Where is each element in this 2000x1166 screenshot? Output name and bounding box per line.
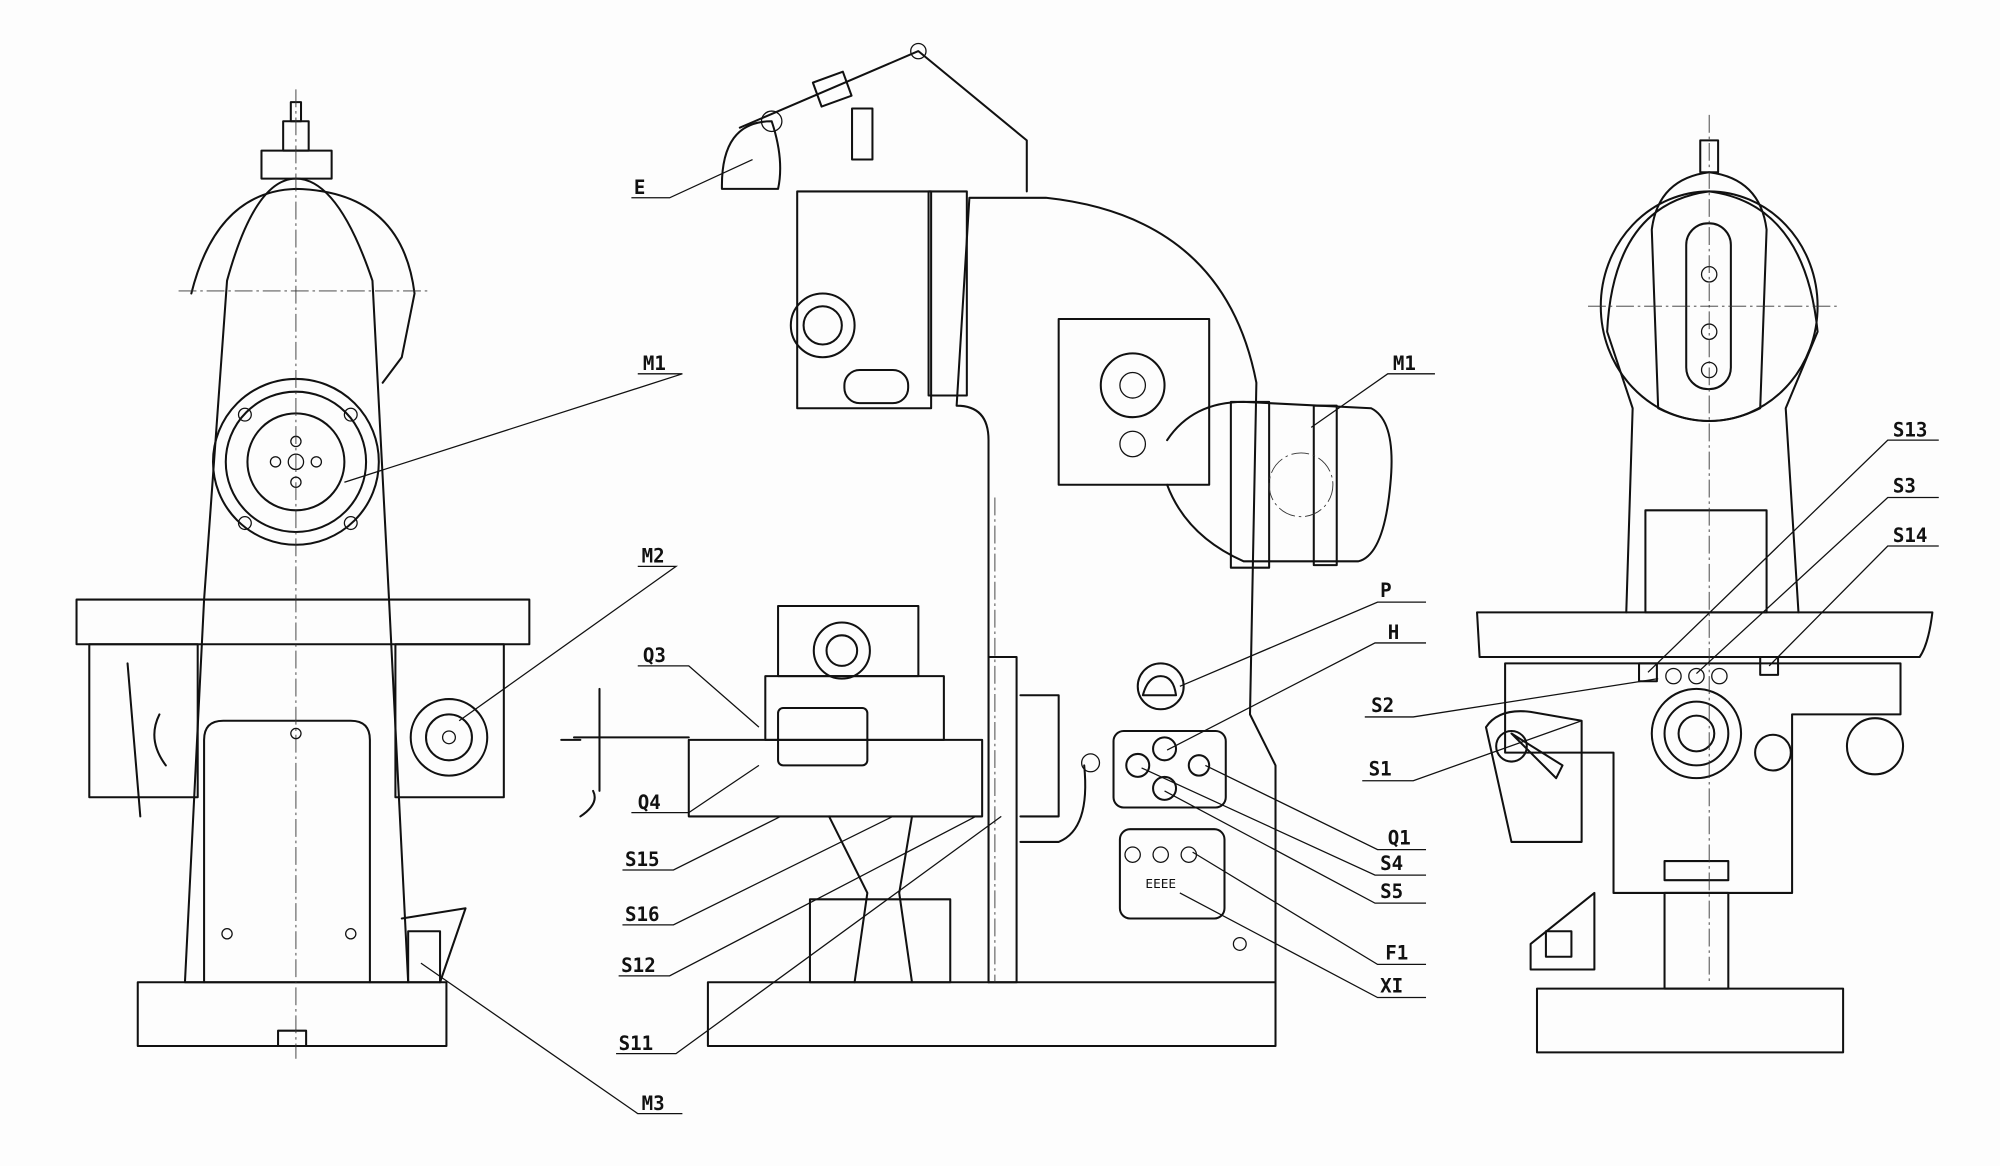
label-xi: XI	[1380, 974, 1403, 997]
label-m1-left: M1	[643, 352, 666, 375]
callouts: E M1 M2 M3 Q3 Q4 S15 S16 S12 S11 P H	[344, 158, 1939, 1115]
rear-view	[1476, 114, 1934, 1054]
column	[955, 196, 1277, 984]
label-s3: S3	[1893, 474, 1916, 497]
base	[1535, 987, 1845, 1054]
label-m3: M3	[642, 1092, 665, 1115]
label-m2: M2	[642, 545, 665, 568]
side-view: EEEE	[560, 42, 1393, 1048]
base	[136, 981, 448, 1048]
column	[183, 177, 410, 984]
label-f1: F1	[1385, 941, 1408, 964]
head-housing	[190, 187, 416, 384]
handwheel	[1650, 687, 1743, 780]
table	[75, 598, 531, 646]
motor-m2	[409, 698, 489, 777]
label-q3: Q3	[643, 644, 666, 667]
indicator-p	[1136, 662, 1185, 711]
knee-left	[88, 643, 199, 799]
column	[1606, 190, 1819, 614]
electrical-box	[1057, 317, 1211, 486]
label-p: P	[1380, 579, 1392, 602]
label-e: E	[634, 176, 646, 199]
label-s14: S14	[1893, 524, 1928, 547]
label-q4: Q4	[638, 791, 661, 814]
lamp-arm	[738, 50, 1028, 193]
knee	[687, 738, 984, 818]
motor-m3	[407, 930, 442, 984]
base	[706, 981, 1277, 1048]
motor-m1-side	[1166, 400, 1393, 563]
label-s16: S16	[625, 903, 660, 926]
label-s12: S12	[621, 954, 656, 977]
label-m1-right: M1	[1393, 352, 1416, 375]
head	[796, 190, 933, 410]
switch-s13	[1638, 662, 1658, 683]
head	[1650, 171, 1768, 422]
knee-right	[394, 643, 505, 799]
label-h: H	[1388, 621, 1400, 644]
label-s2: S2	[1371, 694, 1394, 717]
fuse-panel	[1118, 828, 1226, 920]
label-s4: S4	[1380, 852, 1403, 875]
lamp-e	[720, 120, 782, 190]
column-slide	[1644, 509, 1768, 614]
label-s15: S15	[625, 848, 660, 871]
switch-panel	[1112, 729, 1227, 809]
switch-s14	[1759, 655, 1780, 676]
table	[1476, 611, 1934, 658]
label-s1: S1	[1369, 758, 1392, 781]
label-s5: S5	[1380, 880, 1403, 903]
front-view	[75, 89, 531, 1059]
column-opening	[203, 719, 371, 984]
label-s13: S13	[1893, 418, 1928, 441]
label-q1: Q1	[1388, 826, 1411, 849]
fuse-panel-text: EEEE	[1145, 877, 1176, 892]
label-s11: S11	[619, 1032, 654, 1055]
